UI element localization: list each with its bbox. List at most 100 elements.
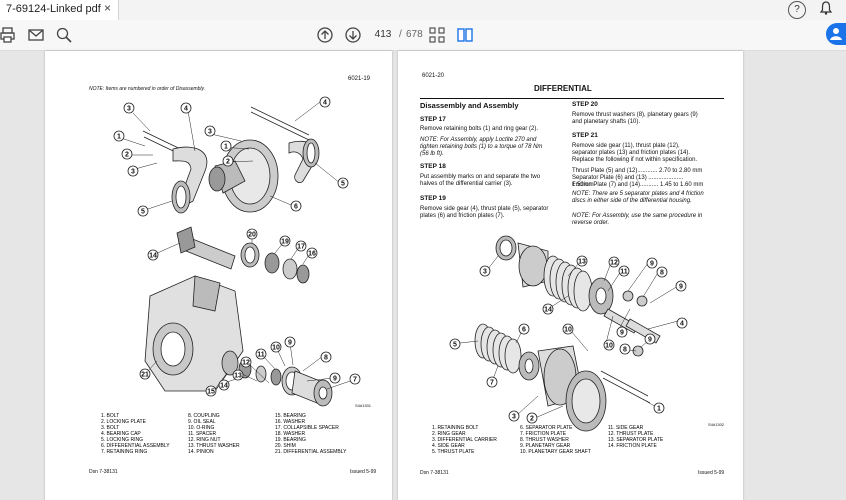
legend-item: 10. O-RING [188,425,215,431]
page-code: 6021-20 [422,73,445,79]
step-17-note: NOTE: For Assembly, apply Loctite 270 an… [420,137,543,157]
step-18-text: Put assembly marks on and separate the t… [420,174,541,187]
svg-text:9: 9 [650,261,654,268]
spec-line: Separator Plate (6) and (13) ...........… [572,175,684,188]
legend-item: 12. THRUST PLATE [608,431,654,437]
page-separator: / [399,29,402,40]
bell-icon[interactable] [819,1,833,18]
svg-text:7: 7 [353,377,357,384]
footer-left: Dsn 7-38131 [420,470,449,476]
print-icon[interactable] [0,26,18,44]
legend-item: 13. SEPARATOR PLATE [608,437,664,443]
step-21-text: Remove side gear (11), thrust plate (12)… [572,143,698,163]
svg-text:2: 2 [125,152,129,159]
page-number-input[interactable]: 413 [374,29,392,40]
legend-item: 20. SHIM [275,443,296,449]
svg-text:9: 9 [648,337,652,344]
legend-column-2: 6. SEPARATOR PLATE 7. FRICTION PLATE 8. … [520,425,591,455]
spec-line: Thrust Plate (5) and (12)............ 2.… [572,168,703,174]
legend-item: 9. OIL SEAL [188,419,216,425]
svg-text:3: 3 [127,106,131,113]
svg-text:20: 20 [248,232,256,239]
email-icon[interactable] [27,26,45,44]
add-user-icon[interactable] [826,23,846,45]
step-20-text: Remove thrust washers (8), planetary gea… [572,112,698,125]
previous-page-icon[interactable] [316,26,334,44]
legend-item: 7. FRICTION PLATE [520,431,567,437]
legend-item: 1. BOLT [101,413,120,419]
legend-item: 19. BEARING [275,437,306,443]
svg-text:8: 8 [660,270,664,277]
svg-text:12: 12 [610,260,618,267]
legend-item: 17. COLLAPSIBLE SPACER [275,425,339,431]
document-tab[interactable]: 7-69124-Linked pdf… × [0,0,119,20]
tab-title: 7-69124-Linked pdf… [6,3,102,15]
legend-item: 21. DIFFERENTIAL ASSEMBLY [275,449,347,455]
svg-text:9: 9 [620,330,624,337]
legend-item: 1. RETAINING BOLT [432,425,479,431]
legend-item: 8. THRUST WASHER [520,437,569,443]
footer-right: Issued 5-99 [698,470,725,476]
svg-text:14: 14 [544,307,552,314]
svg-text:9: 9 [333,376,337,383]
next-page-icon[interactable] [344,26,362,44]
svg-text:13: 13 [578,259,586,266]
legend-item: 14. PINION [188,449,214,455]
legend-column-2: 8. COUPLING 9. OIL SEAL 10. O-RING 11. S… [188,413,240,455]
legend-column-1: 1. BOLT 2. LOCKING PLATE 3. BOLT 4. BEAR… [101,413,170,455]
total-pages: 678 [406,29,423,40]
help-icon[interactable]: ? [788,1,806,19]
svg-text:3: 3 [483,269,487,276]
legend-item: 8. COUPLING [188,413,220,419]
legend-item: 4. BEARING CAP [101,431,141,437]
svg-text:13: 13 [234,373,242,380]
legend-column-3: 15. BEARING 16. WASHER 17. COLLAPSIBLE S… [275,413,346,455]
figure-code: S4#1301 [355,403,372,408]
spec-line: Friction Plate (7) and (14)........... 1… [572,182,704,188]
svg-text:16: 16 [308,251,316,258]
svg-text:21: 21 [141,372,149,379]
svg-text:4: 4 [680,321,684,328]
svg-text:14: 14 [149,253,157,260]
page-code: 6021-19 [348,76,371,82]
tab-bar: 7-69124-Linked pdf… × ? [0,0,846,20]
legend-column-1: 1. RETAINING BOLT 2. RING GEAR 3. DIFFER… [432,425,497,455]
svg-text:1: 1 [224,144,228,151]
page-grid-icon[interactable] [428,26,446,44]
svg-text:4: 4 [323,100,327,107]
legend-item: 5. THRUST PLATE [432,449,475,455]
section-heading: Disassembly and Assembly [420,101,519,110]
svg-text:9: 9 [288,340,292,347]
svg-text:14: 14 [220,383,228,390]
svg-text:3: 3 [512,414,516,421]
svg-text:4: 4 [184,106,188,113]
legend-item: 11. SIDE GEAR [608,425,644,431]
legend-column-3: 11. SIDE GEAR 12. THRUST PLATE 13. SEPAR… [608,425,663,449]
step-18-title: STEP 18 [420,163,446,170]
step-21-title: STEP 21 [572,132,598,139]
svg-text:8: 8 [623,347,627,354]
legend-item: 10. PLANETARY GEAR SHAFT [520,449,591,455]
svg-text:6: 6 [294,204,298,211]
svg-text:5: 5 [453,342,457,349]
legend-item: 15. BEARING [275,413,306,419]
step-17-title: STEP 17 [420,116,446,123]
legend-item: 3. BOLT [101,425,120,431]
step-19-title: STEP 19 [420,195,446,202]
svg-text:12: 12 [242,360,250,367]
disassembly-note: NOTE: Items are numbered in order of Dis… [89,86,206,92]
svg-text:7: 7 [490,380,494,387]
svg-text:5: 5 [141,209,145,216]
close-tab-icon[interactable]: × [104,1,112,15]
two-page-view-icon[interactable] [456,26,474,44]
footer-left: Dsn 7-38131 [89,469,118,475]
svg-text:6: 6 [522,327,526,334]
svg-text:8: 8 [324,355,328,362]
footer-right: Issued 5-99 [350,469,377,475]
legend-item: 6. DIFFERENTIAL ASSEMBLY [101,443,170,449]
section-title: DIFFERENTIAL [534,84,592,93]
zoom-icon[interactable] [55,26,73,44]
svg-text:3: 3 [208,129,212,136]
